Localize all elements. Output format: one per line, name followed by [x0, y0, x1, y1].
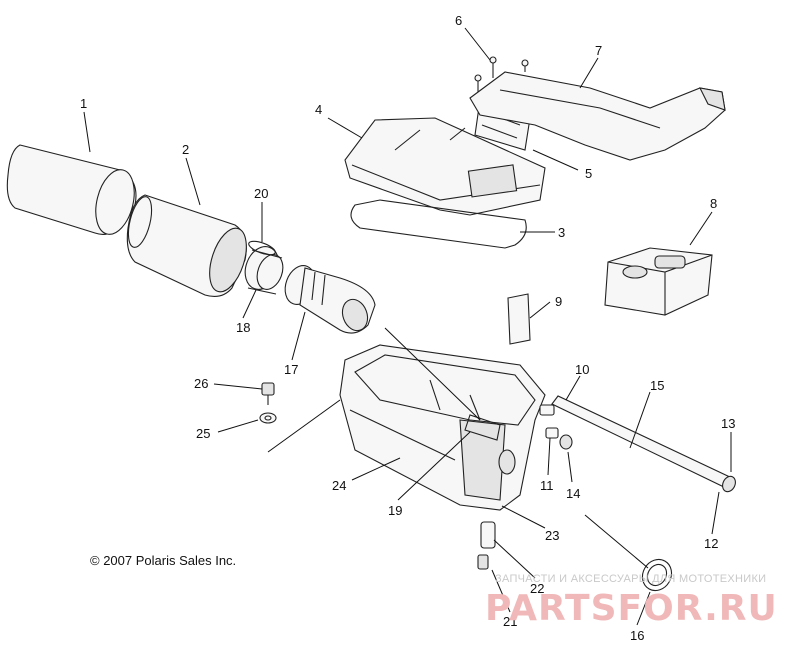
- callout-13: 13: [721, 416, 735, 431]
- callout-18: 18: [236, 320, 250, 335]
- part-24-airbox-base: [339, 344, 546, 511]
- part-11-fitting: [545, 427, 559, 439]
- callout-17: 17: [284, 362, 298, 377]
- callout-7: 7: [595, 43, 602, 58]
- callout-20: 20: [254, 186, 268, 201]
- part-17-intake-boot: [284, 265, 376, 334]
- callout-9: 9: [555, 294, 562, 309]
- part-4-airbox-lid: [344, 117, 546, 216]
- leader-lines: [83, 27, 732, 626]
- callout-8: 8: [710, 196, 717, 211]
- callout-12: 12: [704, 536, 718, 551]
- callout-24: 24: [332, 478, 346, 493]
- part-7-intake-duct: [469, 71, 726, 161]
- callout-15: 15: [650, 378, 664, 393]
- callout-5: 5: [585, 166, 592, 181]
- part-3-gasket: [350, 199, 527, 249]
- part-19-clip: [464, 414, 501, 441]
- part-25-washer: [259, 412, 277, 424]
- part-26-screw: [261, 382, 275, 405]
- watermark-brand: PARTSFOR.RU: [485, 588, 778, 629]
- callout-numbers: 1 2 3 4 5 6 7 8 9 10 11 12 13 14 15 16 1…: [80, 13, 735, 643]
- part-14-cap: [559, 434, 573, 450]
- callout-2: 2: [182, 142, 189, 157]
- part-22-drain-tube: [480, 521, 496, 549]
- part-21-drain-plug: [477, 554, 489, 570]
- part-10-fitting: [539, 404, 555, 416]
- copyright-notice: © 2007 Polaris Sales Inc.: [90, 553, 236, 568]
- callout-23: 23: [545, 528, 559, 543]
- callout-1: 1: [80, 96, 87, 111]
- callout-10: 10: [575, 362, 589, 377]
- part-13-tube-end: [722, 475, 736, 493]
- callout-3: 3: [558, 225, 565, 240]
- part-18-coupler: [244, 246, 284, 295]
- callout-11: 11: [540, 478, 554, 493]
- part-2-air-filter: [126, 194, 247, 297]
- part-1-prefilter: [6, 144, 137, 235]
- callout-25: 25: [196, 426, 210, 441]
- callout-4: 4: [315, 102, 322, 117]
- part-20-clamp: [248, 240, 276, 256]
- callout-21: 21: [503, 614, 517, 629]
- watermark-tagline: ЗАПЧАСТИ И АКСЕССУАРЫ ДЛЯ МОТОТЕХНИКИ: [495, 573, 766, 585]
- part-8-foam-block: [604, 247, 713, 316]
- callout-16: 16: [630, 628, 644, 643]
- part-16-clamp: [641, 558, 673, 592]
- watermark: ЗАПЧАСТИ И АКСЕССУАРЫ ДЛЯ МОТОТЕХНИКИ PA…: [485, 573, 778, 629]
- callout-26: 26: [194, 376, 208, 391]
- callout-6: 6: [455, 13, 462, 28]
- callout-14: 14: [566, 486, 580, 501]
- callout-19: 19: [388, 503, 402, 518]
- part-15-tube: [551, 395, 733, 489]
- part-9-filter-pad: [507, 293, 531, 345]
- callout-22: 22: [530, 581, 544, 596]
